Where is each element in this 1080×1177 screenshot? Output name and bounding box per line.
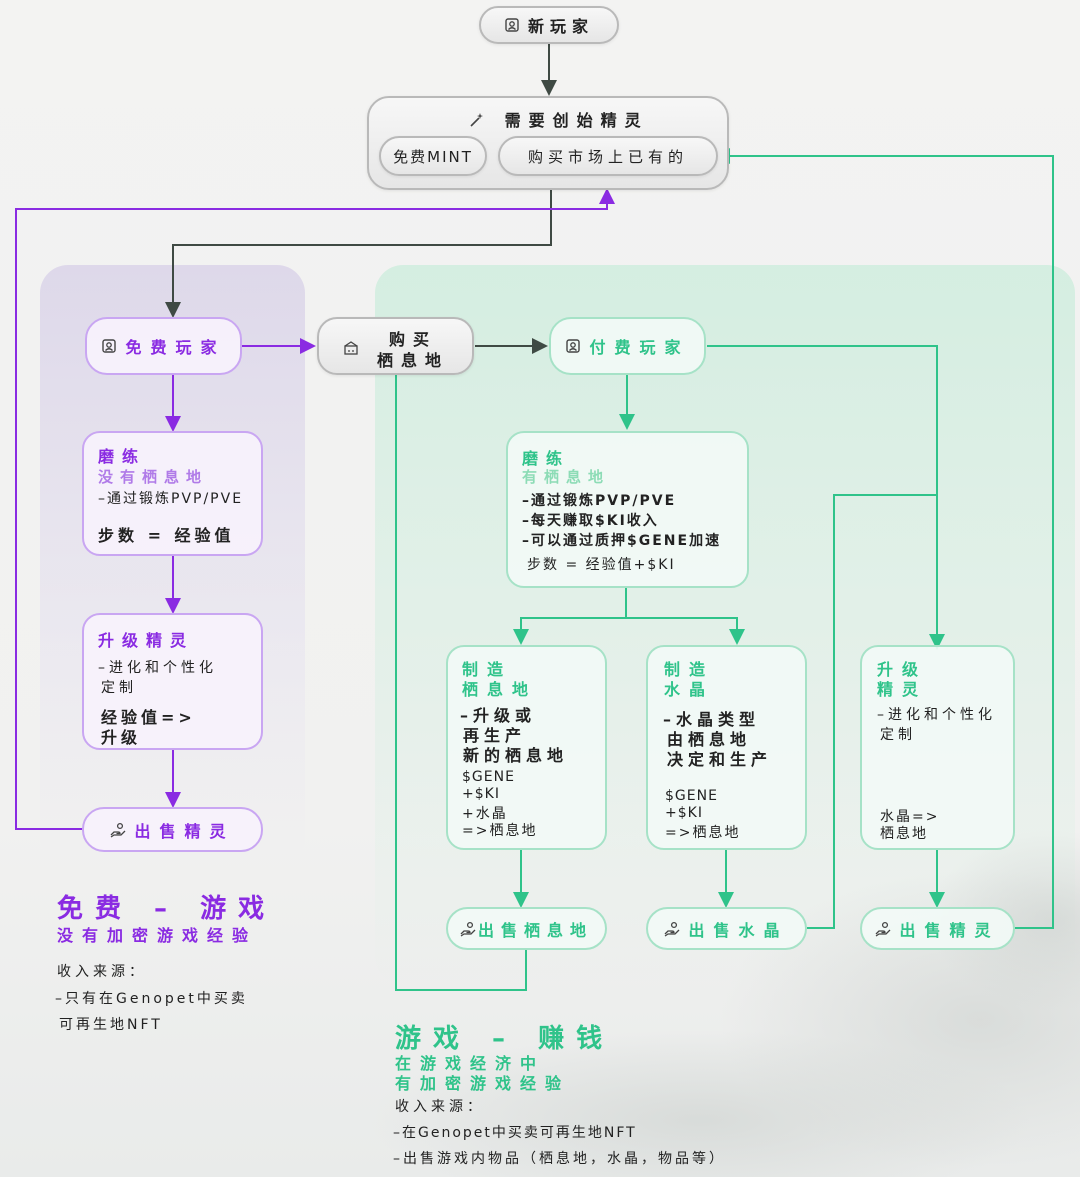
- free-upgrade-formula-line1: 经验值=>: [101, 708, 196, 727]
- paid-upgrade-title-line2: 精灵: [877, 680, 928, 699]
- make-habitat-desc-line3: 新的栖息地: [463, 746, 569, 765]
- make-habitat-title-line1: 制造: [462, 660, 513, 679]
- paid-section-subheading-line2: 有加密游戏经验: [395, 1074, 571, 1093]
- make-crystal-desc-line3: 决定和生产: [667, 750, 773, 769]
- make-crystal-cost-line1: $GENE: [665, 788, 718, 804]
- free-income-line1: –只有在Genopet中买卖: [55, 991, 248, 1007]
- hand-give-icon: [110, 822, 126, 838]
- sell-crystal-node: 出售水晶: [646, 907, 807, 950]
- free-section-subheading: 没有加密游戏经验: [57, 926, 258, 945]
- buy-habitat-node: 购买 栖息地: [317, 317, 474, 375]
- free-train-node: 磨练 没有栖息地 –通过锻炼PVP/PVE 步数 = 经验值: [82, 431, 263, 556]
- make-crystal-cost-line2: +$KI: [665, 805, 703, 821]
- sell-sprite-label: 出售精灵: [899, 920, 1000, 940]
- paid-income-line1: –在Genopet中买卖可再生地NFT: [393, 1125, 637, 1141]
- free-income-label: 收入来源：: [57, 964, 147, 980]
- hand-give-icon: [875, 921, 891, 937]
- free-upgrade-formula-line2: 升级: [101, 728, 142, 747]
- make-crystal-node: 制造 水晶 –水晶类型 由栖息地 决定和生产 $GENE +$KI =>栖息地: [646, 645, 807, 850]
- magic-wand-icon: [469, 112, 485, 132]
- sell-crystal-label: 出售水晶: [688, 920, 789, 940]
- paid-player-node: 付费玩家: [549, 317, 706, 375]
- free-mint-option: 免费MINT: [379, 136, 487, 176]
- sell-habitat-label: 出售栖息地: [477, 920, 593, 940]
- hand-give-icon: [664, 921, 680, 937]
- free-player-node: 免费玩家: [85, 317, 242, 375]
- free-train-formula: 步数 = 经验值: [98, 526, 235, 545]
- paid-upgrade-cost-line2: 栖息地: [880, 826, 928, 842]
- free-upgrade-node: 升级精灵 –进化和个性化 定制 经验值=> 升级: [82, 613, 263, 750]
- free-upgrade-title: 升级精灵: [98, 631, 195, 650]
- free-upgrade-item-line2: 定制: [101, 680, 137, 696]
- profile-icon: [565, 338, 581, 354]
- profile-icon: [504, 17, 520, 33]
- make-habitat-cost-line1: $GENE: [462, 769, 515, 785]
- paid-train-node: 磨练 有栖息地 –通过锻炼PVP/PVE –每天赚取$KI收入 –可以通过质押$…: [506, 431, 749, 588]
- paid-upgrade-cost-line1: 水晶=>: [880, 809, 940, 825]
- make-habitat-node: 制造 栖息地 –升级或 再生产 新的栖息地 $GENE +$KI +水晶 =>栖…: [446, 645, 607, 850]
- free-upgrade-item-line1: –进化和个性化: [98, 660, 217, 676]
- buy-market-option: 购买市场上已有的: [498, 136, 718, 176]
- make-habitat-desc-line2: 再生产: [463, 726, 527, 745]
- free-train-subtitle: 没有栖息地: [98, 468, 209, 486]
- free-train-title: 磨练: [98, 447, 147, 466]
- paid-train-title: 磨练: [522, 449, 571, 468]
- buy-habitat-line2: 栖息地: [377, 351, 450, 370]
- profile-icon: [101, 338, 117, 354]
- free-train-item: –通过锻炼PVP/PVE: [98, 491, 244, 507]
- free-sell-node: 出售精灵: [82, 807, 263, 852]
- free-player-label: 免费玩家: [125, 338, 226, 357]
- buy-habitat-line1: 购买: [389, 330, 438, 349]
- make-habitat-desc-line1: –升级或: [460, 706, 537, 725]
- new-player-label: 新玩家: [527, 17, 594, 36]
- sell-habitat-node: 出售栖息地: [446, 907, 607, 950]
- make-habitat-cost-line2: +$KI: [462, 786, 500, 802]
- make-habitat-cost-line4: =>栖息地: [462, 823, 538, 839]
- paid-player-label: 付费玩家: [589, 338, 690, 357]
- make-crystal-title-line1: 制造: [664, 660, 715, 679]
- paid-train-item2: –每天赚取$KI收入: [522, 513, 659, 529]
- free-mint-label: 免费MINT: [393, 147, 473, 166]
- hand-give-icon: [460, 921, 476, 937]
- paid-income-label: 收入来源：: [395, 1099, 485, 1115]
- habitat-icon: [343, 340, 359, 360]
- free-income-line2: 可再生地NFT: [59, 1017, 163, 1033]
- paid-upgrade-item-line1: –进化和个性化: [877, 707, 996, 723]
- paid-upgrade-item-line2: 定制: [880, 727, 916, 743]
- free-sell-label: 出售精灵: [134, 821, 235, 841]
- new-player-node: 新玩家: [479, 6, 619, 44]
- make-crystal-title-line2: 水晶: [664, 680, 715, 699]
- make-crystal-cost-line3: =>栖息地: [665, 825, 741, 841]
- paid-train-item3: –可以通过质押$GENE加速: [522, 533, 722, 549]
- need-genesis-title: 需要创始精灵: [504, 111, 649, 130]
- paid-section-subheading-line1: 在游戏经济中: [395, 1054, 546, 1073]
- make-crystal-desc-line1: –水晶类型: [663, 710, 761, 729]
- paid-income-line2: –出售游戏内物品（栖息地，水晶，物品等）: [393, 1151, 726, 1167]
- paid-train-item1: –通过锻炼PVP/PVE: [522, 493, 677, 509]
- sell-sprite-node: 出售精灵: [860, 907, 1015, 950]
- free-section-heading: 免费 – 游戏: [57, 894, 277, 924]
- need-genesis-node: 需要创始精灵 免费MINT 购买市场上已有的: [367, 96, 729, 190]
- make-habitat-cost-line3: +水晶: [462, 806, 508, 822]
- buy-market-label: 购买市场上已有的: [527, 147, 688, 166]
- make-crystal-desc-line2: 由栖息地: [667, 730, 752, 749]
- paid-upgrade-title-line1: 升级: [877, 660, 928, 679]
- paid-train-formula: 步数 = 经验值+$KI: [527, 557, 676, 573]
- paid-train-subtitle: 有栖息地: [522, 468, 611, 486]
- paid-upgrade-node: 升级 精灵 –进化和个性化 定制 水晶=> 栖息地: [860, 645, 1015, 850]
- paid-section-heading: 游戏 – 赚钱: [395, 1024, 615, 1054]
- make-habitat-title-line2: 栖息地: [462, 680, 538, 699]
